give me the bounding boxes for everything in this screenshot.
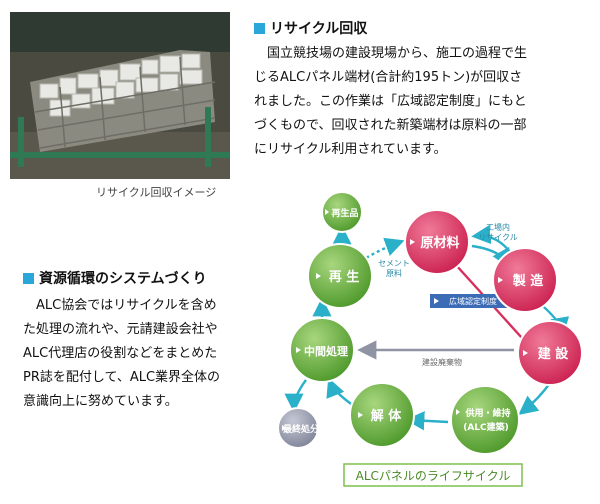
node-use: 供用・維持 (ALC建築): [450, 385, 520, 455]
svg-text:最終処分: 最終処分: [283, 423, 319, 435]
node-construction: 建 設: [517, 320, 583, 386]
lifecycle-title: ALCパネルのライフサイクル: [356, 469, 511, 483]
waste-label: 建設廃棄物: [422, 357, 462, 367]
circulation-line: 意識向上に努めています。: [23, 394, 178, 409]
factory-label: リサイクル: [478, 233, 518, 242]
circulation-line: PR誌を配付して、ALC業界全体の: [23, 370, 221, 385]
svg-text:再生品: 再生品: [331, 207, 358, 219]
svg-text:建 設: 建 設: [538, 346, 570, 362]
arrow-dismantle-to-intermediate: [326, 377, 355, 407]
circulation-title: 資源循環のシステムづくり: [39, 271, 207, 287]
recycle-paragraph: 国立競技場の建設現場から、施工の過程で生 じるALCパネル端材(合計約195トン…: [254, 42, 594, 162]
recycle-line: じるALCパネル端材(合計約195トン)が回収さ: [254, 70, 523, 85]
arrow-use-to-dismantle: [405, 411, 449, 431]
arrow-intermediate-to-final: [284, 379, 307, 413]
node-regen-product: 再生品: [321, 191, 363, 233]
svg-text:供用・維持: 供用・維持: [464, 407, 510, 419]
cement-label: セメント: [378, 259, 410, 268]
svg-text:製 造: 製 造: [512, 273, 545, 289]
lifecycle-diagram: 工場内 リサイクル セメント 原料 広域認定制度 建設廃棄物 原材料 製 造 建…: [270, 190, 600, 504]
recycle-photo: [10, 12, 230, 179]
circulation-line: ALC協会ではリサイクルを含め: [23, 298, 217, 313]
recycle-line: にリサイクル利用されています。: [254, 142, 447, 157]
svg-text:中間処理: 中間処理: [304, 344, 348, 358]
wide-area-label: 広域認定制度: [449, 296, 497, 306]
circulation-heading: 資源循環のシステムづくり: [23, 268, 207, 288]
photo-caption: リサイクル回収イメージ: [96, 186, 217, 199]
node-manufacture: 製 造: [492, 247, 558, 313]
circulation-paragraph: ALC協会ではリサイクルを含め た処理の流れや、元請建設会社や ALC代理店の役…: [23, 294, 268, 414]
circulation-line: ALC代理店の役割などをまとめた: [23, 346, 218, 361]
heading-square-icon: [23, 272, 34, 284]
arrow-regen-to-raw: [355, 237, 405, 266]
circulation-line: た処理の流れや、元請建設会社や: [23, 322, 218, 337]
recycle-heading: リサイクル回収: [254, 18, 367, 38]
recycle-line: 国立競技場の建設現場から、施工の過程で生: [254, 46, 528, 61]
lifecycle-title-box: ALCパネルのライフサイクル: [343, 463, 523, 487]
svg-text:原材料: 原材料: [420, 235, 459, 251]
svg-text:再 生: 再 生: [329, 269, 360, 285]
node-final-disposal: 最終処分: [277, 407, 319, 449]
wide-area-badge: 広域認定制度: [430, 294, 508, 308]
cement-label: 原料: [386, 268, 402, 278]
node-dismantle: 解 体: [349, 382, 415, 448]
svg-text:(ALC建築): (ALC建築): [463, 421, 509, 433]
factory-label: 工場内: [486, 222, 510, 232]
recycle-line: づくもので、回収された新築端材は原料の一部: [254, 118, 527, 133]
heading-square-icon: [254, 22, 265, 34]
node-intermediate: 中間処理: [289, 317, 355, 383]
arrow-manufacture-to-raw: [471, 225, 511, 253]
node-raw-material: 原材料: [404, 209, 470, 275]
recycle-title: リサイクル回収: [270, 21, 368, 37]
recycle-line: れました。この作業は「広域認定制度」にもと: [254, 94, 527, 109]
svg-text:解 体: 解 体: [370, 408, 403, 424]
node-regen: 再 生: [307, 243, 373, 309]
